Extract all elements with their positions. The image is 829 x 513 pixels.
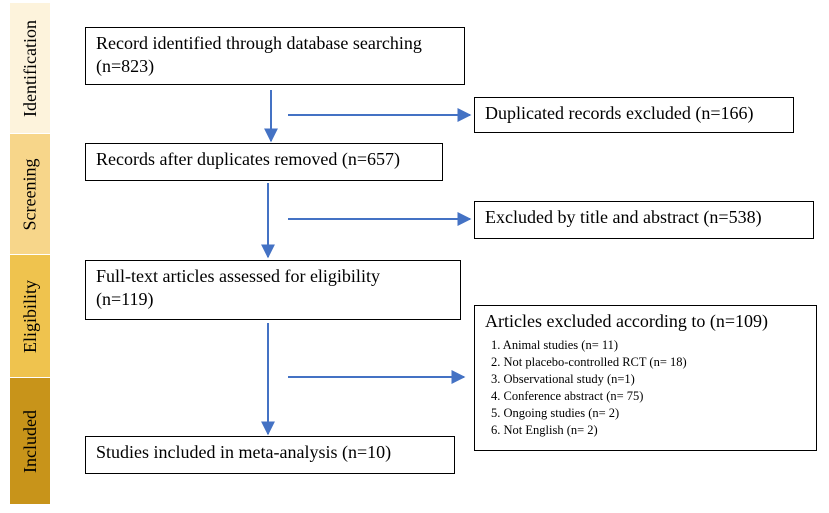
- stage-included: Included: [10, 378, 50, 504]
- articles-excluded-title: Articles excluded according to (n=109): [485, 311, 769, 331]
- after-duplicates-text: Records after duplicates removed (n=657): [96, 149, 401, 169]
- studies-included-text: Studies included in meta-analysis (n=10): [96, 442, 392, 462]
- exclusion-reasons-list: 1. Animal studies (n= 11) 2. Not placebo…: [485, 337, 806, 439]
- fulltext-assessed-count: (n=119): [96, 289, 154, 309]
- box-records-identified: Record identified through database searc…: [85, 27, 465, 85]
- records-identified-count: (n=823): [96, 56, 155, 76]
- exclusion-reason: 4. Conference abstract (n= 75): [491, 389, 644, 403]
- title-abstract-excluded-text: Excluded by title and abstract (n=538): [485, 207, 762, 227]
- stage-eligibility: Eligibility: [10, 255, 50, 377]
- box-after-duplicates: Records after duplicates removed (n=657): [85, 143, 443, 181]
- exclusion-reason: 2. Not placebo-controlled RCT (n= 18): [491, 355, 687, 369]
- exclusion-reason: 3. Observational study (n=1): [491, 372, 635, 386]
- records-identified-text: Record identified through database searc…: [96, 33, 422, 53]
- box-title-abstract-excluded: Excluded by title and abstract (n=538): [474, 201, 814, 239]
- stage-identification: Identification: [10, 3, 50, 133]
- exclusion-reason: 1. Animal studies (n= 11): [491, 338, 619, 352]
- box-articles-excluded: Articles excluded according to (n=109) 1…: [474, 305, 817, 451]
- duplicates-excluded-text: Duplicated records excluded (n=166): [485, 103, 754, 123]
- exclusion-reason: 5. Ongoing studies (n= 2): [491, 406, 620, 420]
- box-studies-included: Studies included in meta-analysis (n=10): [85, 436, 455, 474]
- box-fulltext-assessed: Full-text articles assessed for eligibil…: [85, 260, 461, 320]
- box-duplicates-excluded: Duplicated records excluded (n=166): [474, 97, 794, 133]
- exclusion-reason: 6. Not English (n= 2): [491, 423, 598, 437]
- fulltext-assessed-text: Full-text articles assessed for eligibil…: [96, 266, 380, 286]
- stage-screening: Screening: [10, 134, 50, 254]
